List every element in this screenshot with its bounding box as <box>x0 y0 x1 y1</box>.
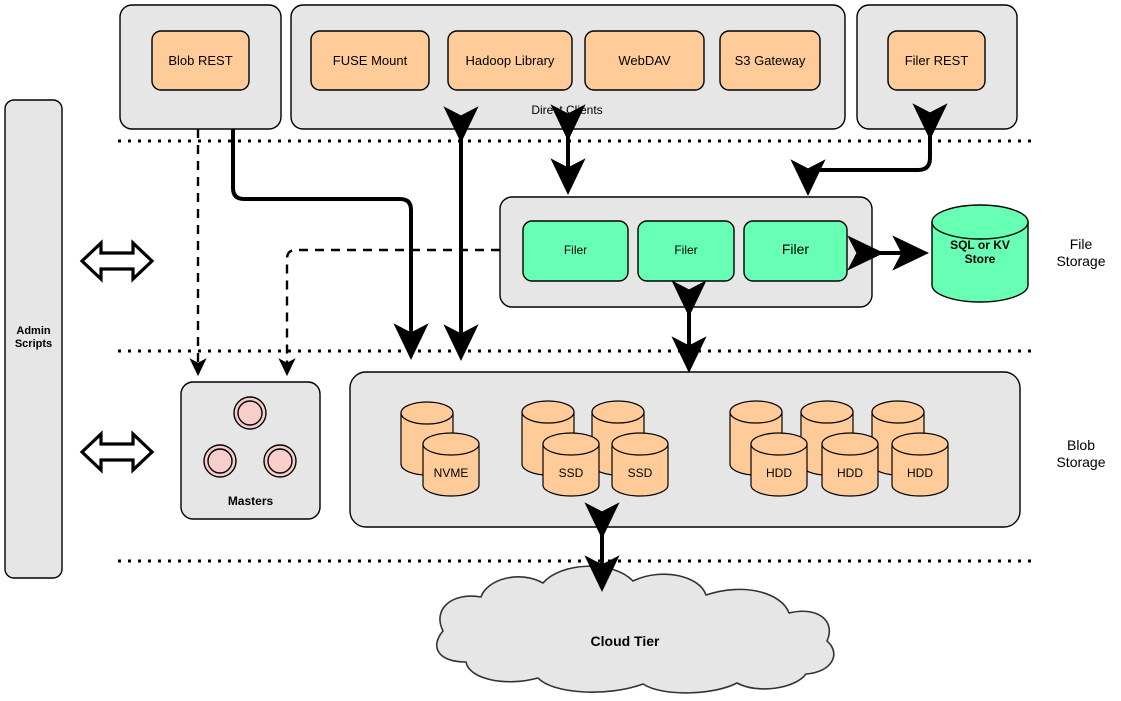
disk-front-hdd-1 <box>750 432 808 497</box>
client-box-hadoop-library[interactable] <box>447 30 573 91</box>
admin-scripts-box[interactable] <box>4 99 63 579</box>
filer-node-3[interactable] <box>743 220 848 282</box>
sql-kv-store-cylinder[interactable] <box>931 204 1029 303</box>
filer-node-1[interactable] <box>522 220 629 282</box>
volume-group-nvme[interactable] <box>400 401 480 497</box>
master-node-1 <box>233 396 267 430</box>
client-label-webdav: WebDAV <box>618 53 671 68</box>
cloud-tier-label: Cloud Tier <box>590 633 660 649</box>
admin-arrow-file <box>79 239 155 283</box>
filer-label-3: Filer <box>781 241 810 257</box>
tier-separators <box>118 139 1035 563</box>
client-label-blob-rest: Blob REST <box>168 53 233 68</box>
admin-arrow-blob <box>79 430 155 474</box>
disk-front-ssd-2 <box>611 432 669 497</box>
masters-label: Masters <box>227 494 274 508</box>
disk-front-ssd-1 <box>542 432 600 497</box>
client-label-s3-gateway: S3 Gateway <box>734 53 806 68</box>
disk-front-hdd-3 <box>891 432 949 497</box>
connector-blob-rest-to-volume <box>231 129 429 361</box>
client-label-hadoop-library: Hadoop Library <box>465 53 555 68</box>
volume-label-nvme: NVME <box>433 466 469 480</box>
master-nodes <box>203 396 297 478</box>
cloud-tier-shape[interactable] <box>435 565 835 694</box>
admin-scripts-label: Admin Scripts <box>14 325 53 350</box>
disk-front-hdd-2 <box>821 432 879 497</box>
file-storage-tier-label: File Storage <box>1056 236 1106 269</box>
masters-box[interactable] <box>180 381 321 520</box>
client-label-filer-rest: Filer REST <box>904 53 969 68</box>
master-node-3 <box>263 444 297 478</box>
connector-filer-to-masters <box>278 248 500 377</box>
client-box-filer-rest[interactable] <box>887 30 986 91</box>
volume-label-hdd-2: HDD <box>837 466 863 480</box>
volume-group-ssd[interactable] <box>521 400 669 497</box>
blob-storage-tier-label: Blob Storage <box>1056 437 1106 470</box>
filer-label-2: Filer <box>674 243 698 257</box>
master-node-2 <box>203 444 237 478</box>
sql-kv-store-label: SQL or KV Store <box>950 238 1010 267</box>
client-box-webdav[interactable] <box>584 30 705 91</box>
admin-bidirectional-arrows <box>79 239 155 474</box>
disk-front-nvme <box>422 432 480 497</box>
client-box-fuse-mount[interactable] <box>310 30 430 91</box>
connector-filer-rest-to-filer <box>790 103 948 197</box>
volume-label-hdd-3: HDD <box>907 466 933 480</box>
client-box-s3-gateway[interactable] <box>719 30 821 91</box>
volume-label-hdd-1: HDD <box>766 466 792 480</box>
volume-label-ssd-2: SSD <box>627 466 653 480</box>
volume-group-hdd[interactable] <box>729 400 949 497</box>
direct-clients-caption: Direct Clients <box>531 103 603 117</box>
filer-label-1: Filer <box>563 243 588 257</box>
client-label-fuse-mount: FUSE Mount <box>332 53 408 68</box>
client-box-blob-rest[interactable] <box>151 30 250 91</box>
volume-label-ssd-1: SSD <box>558 466 584 480</box>
